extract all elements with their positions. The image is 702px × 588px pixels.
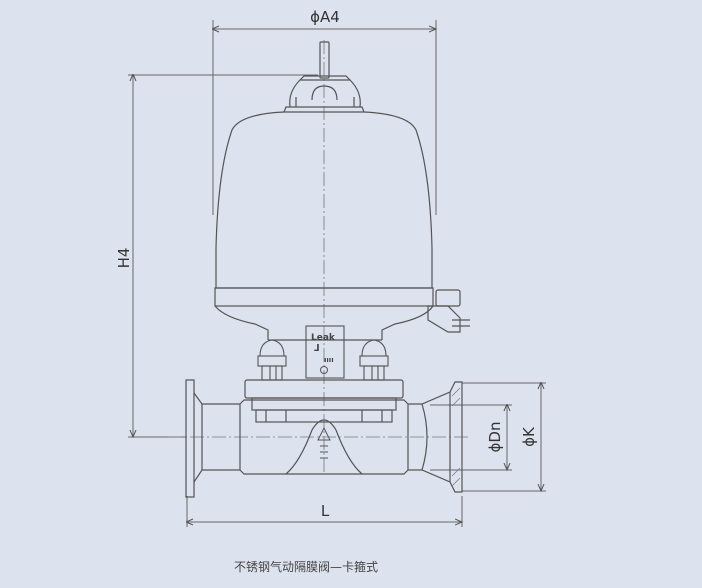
bolts — [257, 339, 389, 381]
dim-label-k: ϕK — [520, 426, 538, 447]
drip-mark: ıııı — [324, 356, 334, 364]
body-markings — [317, 426, 331, 459]
actuator — [214, 41, 470, 341]
leak-glyph: ᒧ — [314, 344, 320, 354]
dim-label-l: L — [321, 502, 330, 520]
leak-label-group: Leak ᒧ ıııı — [305, 325, 345, 379]
dim-label-h4: H4 — [115, 248, 133, 269]
dim-label-dn: ϕDn — [486, 422, 504, 453]
dim-label-a4: ϕA4 — [310, 8, 340, 26]
dimension-lines — [128, 20, 546, 527]
valve-body — [185, 379, 463, 498]
bonnet-plates — [244, 379, 404, 423]
leak-label: Leak — [311, 333, 336, 343]
figure-caption: 不锈钢气动隔膜阀—卡箍式 — [233, 560, 378, 574]
section-hatch — [451, 387, 461, 487]
